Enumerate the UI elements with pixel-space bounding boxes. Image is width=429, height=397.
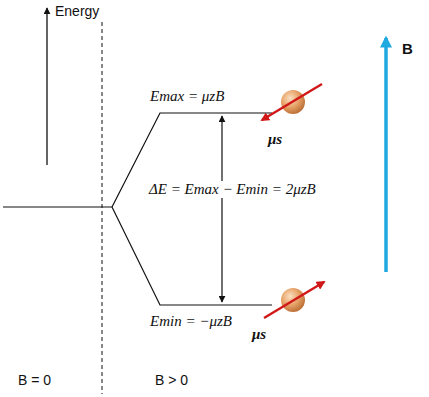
lower-level bbox=[112, 207, 272, 305]
energy-gap-formula: ΔE = Emax − Emin = 2μzB bbox=[146, 181, 319, 198]
field-arrow bbox=[384, 38, 388, 272]
energy-axis bbox=[46, 8, 47, 165]
energy-formula: Emin = −μzB bbox=[150, 313, 232, 330]
condition-label: B > 0 bbox=[155, 372, 188, 388]
energy-gap-arrow bbox=[221, 116, 222, 302]
unsplit-level bbox=[3, 206, 112, 207]
moment-arrow bbox=[262, 84, 322, 120]
field-label: B bbox=[402, 40, 413, 57]
condition-label: B = 0 bbox=[18, 372, 51, 388]
energy-formula: Emax = μzB bbox=[150, 88, 224, 105]
moment-arrow bbox=[264, 282, 324, 318]
moment-label: μs bbox=[252, 326, 266, 343]
divider-line bbox=[102, 22, 103, 394]
axis-label: Energy bbox=[55, 3, 99, 19]
moment-label: μs bbox=[268, 131, 282, 148]
